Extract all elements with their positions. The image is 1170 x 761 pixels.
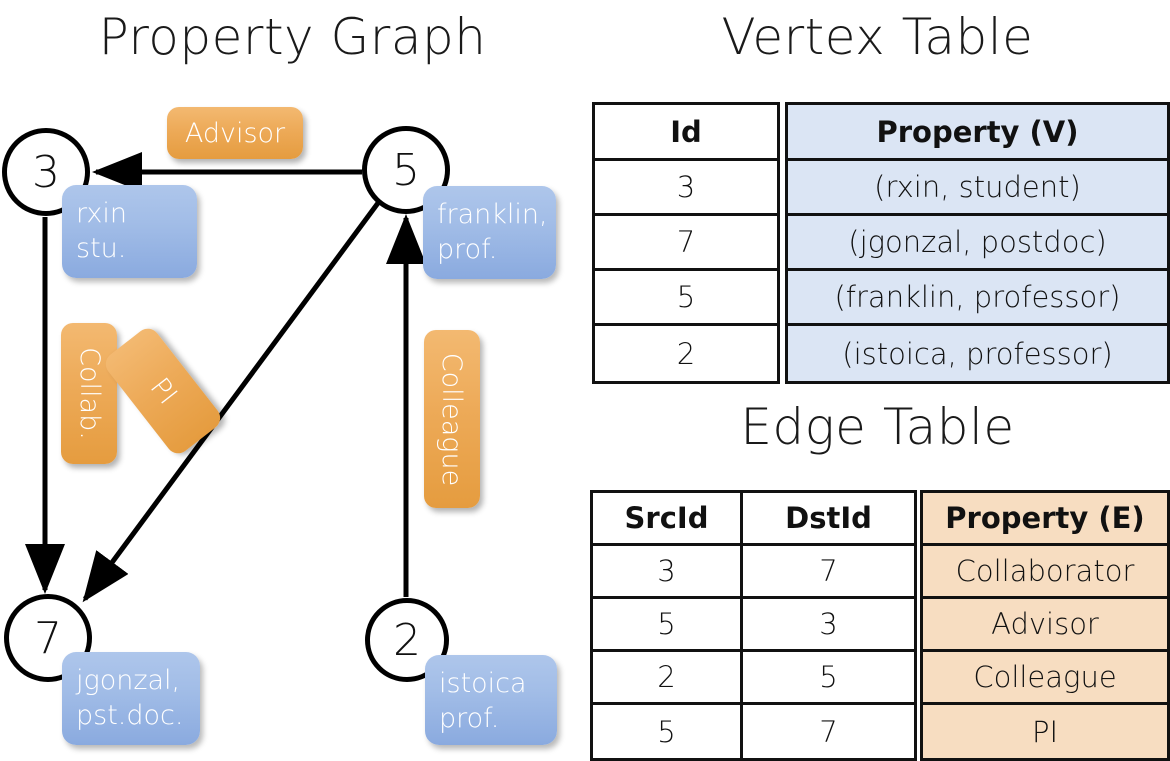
edge-label-advisor[interactable]: Advisor — [167, 107, 303, 159]
edge-table-cell-dst-3: 7 — [819, 714, 838, 749]
vertex-property-jgonzal-line2: pst.doc. — [76, 699, 184, 731]
page-title-vertex-table: Vertex Table — [721, 8, 1034, 66]
edge-table-cell-dst-1: 3 — [743, 599, 914, 652]
edge-table-column-dstid: DstId 7 3 5 7 — [740, 490, 917, 761]
graph-node-7-label: 7 — [34, 612, 62, 664]
vertex-table-cell-id-3: 2 — [676, 336, 696, 371]
edge-table-cell-property-3: PI — [923, 705, 1167, 758]
edge-table-header-srcid: SrcId — [593, 493, 740, 546]
edge-table-cell-dst-0: 7 — [743, 546, 914, 599]
graph-node-5-label: 5 — [392, 144, 420, 196]
vertex-table: Id 3 7 5 2 Property (V) (rxin, student) … — [592, 102, 1170, 384]
vertex-property-franklin-line1: franklin, — [437, 199, 548, 230]
vertex-property-istoica-line2: prof. — [439, 702, 500, 734]
vertex-table-cell-property-2: (franklin, professor) — [788, 271, 1167, 326]
vertex-property-box-rxin[interactable]: rxin stu. — [62, 185, 197, 278]
vertex-property-jgonzal-line1: jgonzal, — [76, 665, 181, 696]
page-title-property-graph: Property Graph — [98, 8, 487, 66]
vertex-table-cell-property-3: (istoica, professor) — [788, 326, 1167, 381]
vertex-property-rxin-line2: stu. — [76, 232, 127, 264]
property-graph-diagram: 3 5 7 2 rxin stu. franklin, prof. jgonza… — [0, 0, 585, 760]
vertex-table-column-id: Id 3 7 5 2 — [592, 102, 780, 384]
graph-edge-arrows — [25, 152, 426, 603]
edge-table: SrcId 3 5 2 5 DstId 7 3 5 7 Property (E)… — [590, 490, 1170, 761]
vertex-table-header-id: Id — [595, 105, 777, 161]
vertex-table-cell-property-0: (rxin, student) — [788, 161, 1167, 216]
vertex-table-cell-id-0: 3 — [595, 161, 777, 216]
edge-label-advisor-text: Advisor — [184, 117, 286, 149]
edge-table-cell-property-0: Collaborator — [923, 546, 1167, 599]
edge-label-colleague-text: Colleague — [436, 352, 468, 486]
edge-table-cell-src-0: 3 — [593, 546, 740, 599]
edge-label-collab-text: Collab. — [73, 347, 105, 440]
vertex-property-franklin-line2: prof. — [437, 233, 498, 265]
vertex-property-istoica-line1: istoica — [439, 668, 527, 699]
edge-table-cell-src-2: 2 — [593, 652, 740, 705]
vertex-table-cell-property-1: (jgonzal, postdoc) — [788, 216, 1167, 271]
graph-node-3-label: 3 — [32, 146, 60, 198]
vertex-table-cell-id-1: 7 — [595, 216, 777, 271]
edge-table-header-property: Property (E) — [923, 493, 1167, 546]
vertex-property-box-istoica[interactable]: istoica prof. — [425, 655, 557, 745]
edge-table-cell-property-1: Advisor — [923, 599, 1167, 652]
edge-label-colleague[interactable]: Colleague — [424, 330, 480, 508]
edge-5-to-7 — [82, 201, 381, 603]
vertex-table-cell-id-2: 5 — [595, 271, 777, 326]
vertex-table-header-property: Property (V) — [788, 105, 1167, 161]
edge-table-cell-src-3: 5 — [657, 714, 676, 749]
graph-node-5[interactable]: 5 — [362, 126, 450, 214]
edge-table-column-property: Property (E) Collaborator Advisor Collea… — [920, 490, 1170, 761]
vertex-property-box-jgonzal[interactable]: jgonzal, pst.doc. — [62, 652, 200, 745]
edge-table-cell-property-2: Colleague — [923, 652, 1167, 705]
page-title-edge-table: Edge Table — [740, 398, 1015, 456]
vertex-table-column-property: Property (V) (rxin, student) (jgonzal, p… — [785, 102, 1170, 384]
edge-table-column-srcid: SrcId 3 5 2 5 — [590, 490, 743, 761]
edge-table-cell-dst-2: 5 — [743, 652, 914, 705]
edge-label-pi-text: PI — [143, 371, 183, 411]
edge-table-cell-src-1: 5 — [593, 599, 740, 652]
edge-label-collab[interactable]: Collab. — [61, 323, 117, 464]
vertex-property-box-franklin[interactable]: franklin, prof. — [423, 186, 556, 279]
edge-table-header-dstid: DstId — [743, 493, 914, 546]
graph-node-2[interactable]: 2 — [365, 598, 449, 682]
graph-node-2-label: 2 — [393, 614, 421, 666]
vertex-property-rxin-line1: rxin — [76, 198, 127, 229]
